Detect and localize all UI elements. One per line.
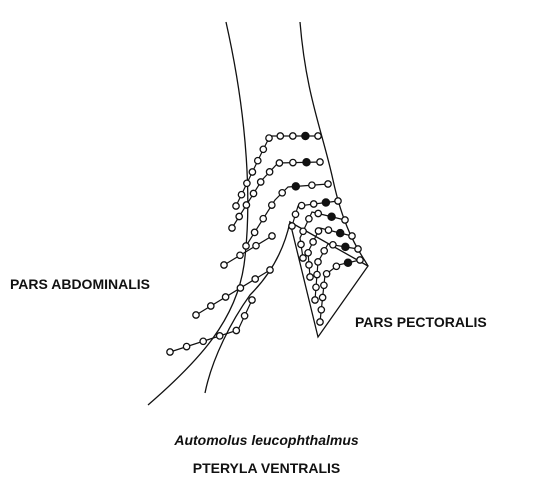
- feather-follicle: [319, 294, 325, 300]
- feather-follicle: [318, 307, 324, 313]
- feather-follicle: [292, 211, 298, 217]
- feather-follicle: [321, 282, 327, 288]
- feather-follicle: [237, 285, 243, 291]
- feather-follicle: [267, 267, 273, 273]
- pars-abdominalis-label: PARS ABDOMINALIS: [10, 276, 150, 292]
- feather-follicle: [276, 160, 282, 166]
- feather-follicle: [342, 217, 348, 223]
- feather-follicle: [306, 262, 312, 268]
- feather-follicle-filled: [342, 243, 349, 250]
- feather-follicle: [325, 227, 331, 233]
- feather-follicle: [317, 319, 323, 325]
- feather-follicle: [266, 135, 272, 141]
- feather-follicle: [229, 225, 235, 231]
- feather-follicle: [300, 228, 306, 234]
- feather-follicle: [249, 297, 255, 303]
- feather-follicle: [243, 243, 249, 249]
- feather-follicle: [252, 276, 258, 282]
- feather-follicle: [253, 243, 259, 249]
- feather-row-line: [320, 260, 360, 322]
- feather-follicle: [306, 216, 312, 222]
- feather-follicle-filled: [337, 230, 344, 237]
- feather-follicle: [314, 271, 320, 277]
- feather-follicle: [249, 169, 255, 175]
- feather-follicle: [315, 133, 321, 139]
- feather-follicle: [255, 158, 261, 164]
- feather-follicle: [244, 180, 250, 186]
- feather-follicle: [269, 233, 275, 239]
- feather-follicle: [258, 179, 264, 185]
- feather-follicle: [355, 246, 361, 252]
- feather-follicle: [315, 210, 321, 216]
- feather-follicle: [298, 202, 304, 208]
- feather-follicle: [305, 250, 311, 256]
- feather-follicle-filled: [303, 159, 310, 166]
- feather-follicle: [217, 333, 223, 339]
- feather-follicle: [233, 203, 239, 209]
- feather-follicle: [233, 327, 239, 333]
- feather-follicle: [290, 133, 296, 139]
- feather-follicle: [300, 255, 306, 261]
- feather-follicle-filled: [344, 259, 351, 266]
- pars-pectoralis-label: PARS PECTORALIS: [355, 314, 487, 330]
- feather-follicle: [208, 303, 214, 309]
- feather-follicle: [357, 257, 363, 263]
- feather-follicle: [183, 343, 189, 349]
- feather-rows: [167, 132, 363, 355]
- feather-follicle: [349, 233, 355, 239]
- feather-follicle: [279, 190, 285, 196]
- feather-follicle: [333, 263, 339, 269]
- feather-follicle: [310, 239, 316, 245]
- feather-follicle: [307, 274, 313, 280]
- feather-follicle: [260, 216, 266, 222]
- feather-follicle: [238, 192, 244, 198]
- feather-follicle: [221, 262, 227, 268]
- feather-follicle-filled: [302, 132, 309, 139]
- body-outline-right: [300, 22, 368, 266]
- species-name: Automolus leucophthalmus: [0, 432, 533, 448]
- feather-follicle: [290, 159, 296, 165]
- feather-follicle: [243, 202, 249, 208]
- feather-follicle: [315, 228, 321, 234]
- feather-follicle: [289, 223, 295, 229]
- feather-follicle: [330, 242, 336, 248]
- feather-follicle: [313, 284, 319, 290]
- pteryla-title: PTERYLA VENTRALIS: [0, 460, 533, 476]
- feather-follicle: [277, 133, 283, 139]
- feather-follicle: [325, 181, 331, 187]
- feather-follicle: [222, 294, 228, 300]
- feather-follicle: [315, 259, 321, 265]
- feather-follicle: [311, 201, 317, 207]
- feather-follicle-filled: [328, 213, 335, 220]
- feather-follicle: [237, 252, 243, 258]
- feather-follicle: [167, 349, 173, 355]
- feather-follicle: [269, 202, 275, 208]
- feather-follicle: [317, 159, 323, 165]
- feather-follicle: [241, 313, 247, 319]
- feather-follicle: [260, 146, 266, 152]
- feather-follicle: [250, 190, 256, 196]
- feather-row-line: [196, 270, 270, 315]
- feather-follicle-filled: [322, 199, 329, 206]
- feather-follicle: [323, 271, 329, 277]
- feather-follicle: [193, 312, 199, 318]
- feather-follicle: [200, 338, 206, 344]
- body-outline-left: [148, 22, 248, 405]
- feather-follicle-filled: [292, 183, 299, 190]
- feather-follicle: [321, 248, 327, 254]
- feather-row-line: [224, 236, 272, 265]
- feather-follicle: [251, 229, 257, 235]
- feather-follicle: [335, 198, 341, 204]
- feather-follicle: [298, 241, 304, 247]
- feather-follicle: [309, 182, 315, 188]
- feather-follicle: [236, 213, 242, 219]
- feather-follicle: [312, 297, 318, 303]
- feather-follicle: [266, 169, 272, 175]
